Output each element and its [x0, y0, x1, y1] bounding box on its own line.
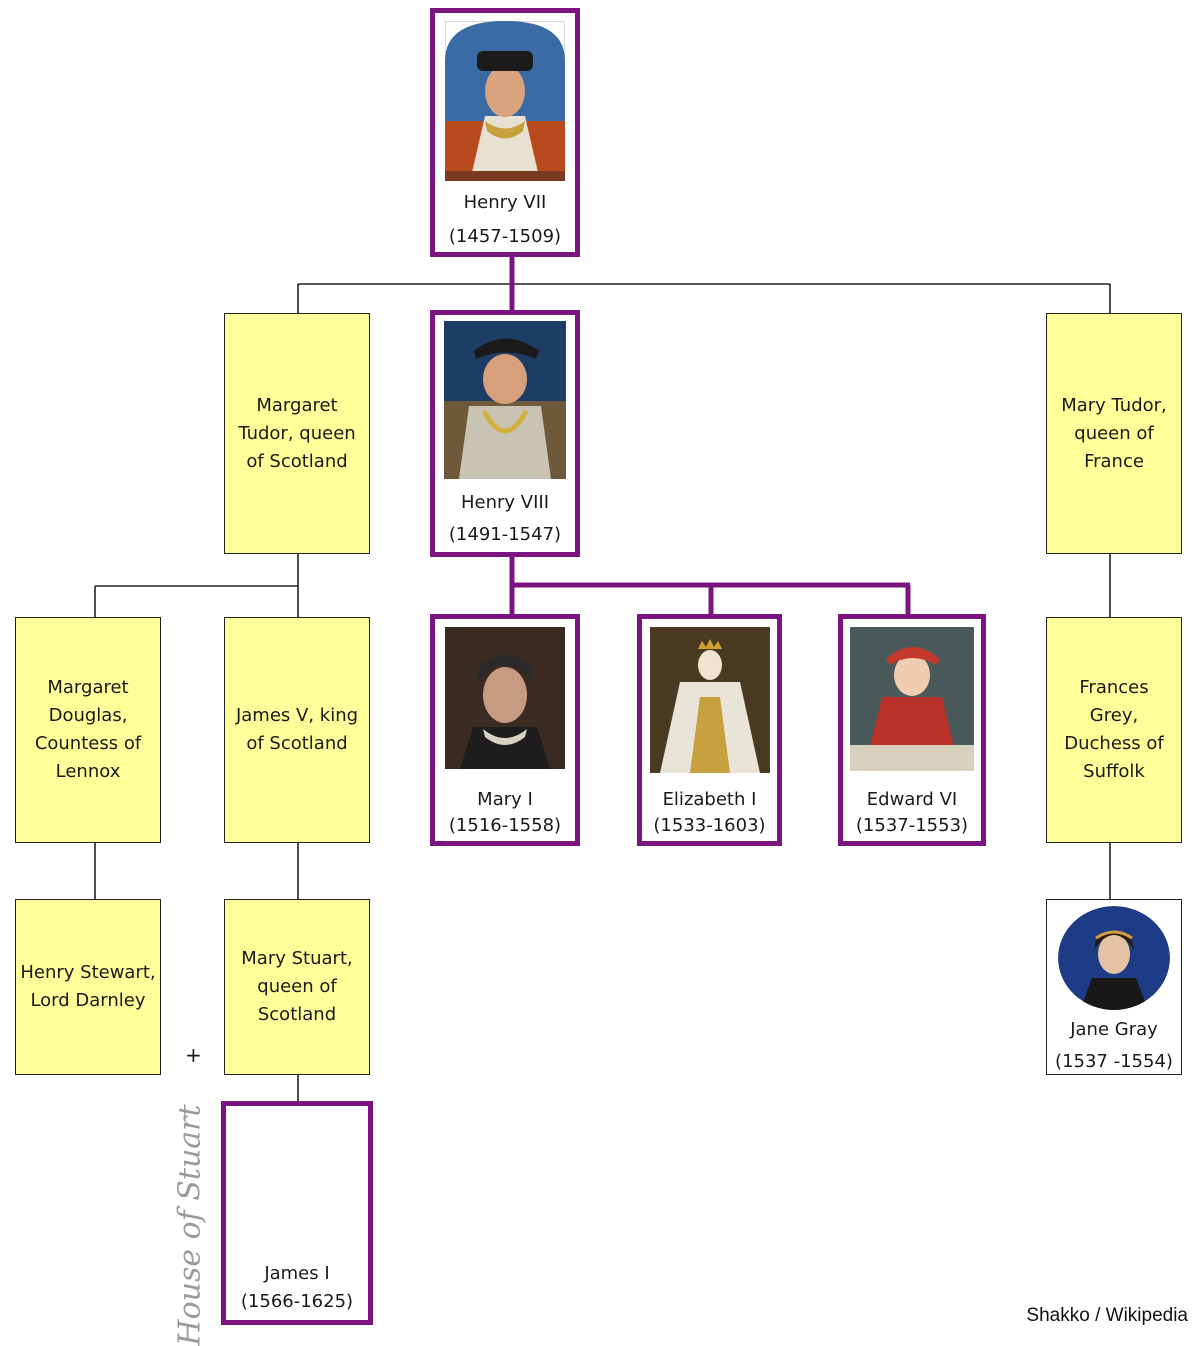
- person-frances-grey: Frances Grey, Duchess of Suffolk: [1046, 617, 1182, 843]
- elizabeth-i-name: Elizabeth I: [662, 789, 757, 810]
- mary-i-dates: (1516-1558): [448, 815, 562, 836]
- james-i-name: James I: [264, 1263, 330, 1284]
- marriage-plus-symbol: +: [185, 1043, 202, 1067]
- person-margaret-douglas: Margaret Douglas, Countess of Lennox: [15, 617, 161, 843]
- person-james-v: James V, king of Scotland: [224, 617, 370, 843]
- person-henry-vii: Henry VII (1457-1509): [430, 8, 580, 257]
- person-jane-gray: Jane Gray (1537 -1554): [1046, 899, 1182, 1075]
- henry-stewart-name: Henry Stewart, Lord Darnley: [20, 962, 156, 1011]
- james-i-dates: (1566-1625): [240, 1291, 354, 1312]
- mary-i-portrait: [445, 627, 565, 769]
- person-henry-stewart: Henry Stewart, Lord Darnley: [15, 899, 161, 1075]
- henry-viii-dates: (1491-1547): [448, 524, 562, 545]
- james-v-name: James V, king of Scotland: [235, 705, 359, 754]
- mary-stuart-name: Mary Stuart, queen of Scotland: [241, 948, 353, 1025]
- house-of-stuart-label: House of Stuart: [172, 1104, 208, 1346]
- image-credit: Shakko / Wikipedia: [1026, 1305, 1188, 1326]
- edward-vi-name: Edward VI: [866, 789, 958, 810]
- henry-vii-portrait: [445, 21, 565, 181]
- person-mary-stuart: Mary Stuart, queen of Scotland: [224, 899, 370, 1075]
- person-elizabeth-i: Elizabeth I (1533-1603): [637, 614, 782, 846]
- henry-viii-portrait: [444, 321, 566, 479]
- person-henry-viii: Henry VIII (1491-1547): [430, 310, 580, 557]
- jane-gray-portrait: [1058, 906, 1170, 1010]
- henry-vii-dates: (1457-1509): [448, 226, 562, 247]
- henry-vii-name: Henry VII: [463, 192, 547, 213]
- henry-viii-name: Henry VIII: [460, 492, 550, 513]
- margaret-tudor-name: Margaret Tudor, queen of Scotland: [238, 394, 356, 472]
- elizabeth-i-portrait: [649, 627, 770, 773]
- margaret-douglas-name: Margaret Douglas, Countess of Lennox: [34, 677, 142, 782]
- jane-gray-name: Jane Gray: [1070, 1019, 1158, 1040]
- person-james-i: James I (1566-1625): [221, 1101, 373, 1325]
- mary-i-name: Mary I: [477, 789, 533, 810]
- elizabeth-i-dates: (1533-1603): [653, 815, 766, 836]
- edward-vi-dates: (1537-1553): [855, 815, 969, 836]
- frances-grey-name: Frances Grey, Duchess of Suffolk: [1064, 677, 1164, 782]
- person-margaret-tudor: Margaret Tudor, queen of Scotland: [224, 313, 370, 554]
- person-mary-i: Mary I (1516-1558): [430, 614, 580, 846]
- jane-gray-dates: (1537 -1554): [1055, 1051, 1173, 1072]
- person-mary-tudor: Mary Tudor, queen of France: [1046, 313, 1182, 554]
- edward-vi-portrait: [850, 627, 974, 771]
- person-edward-vi: Edward VI (1537-1553): [838, 614, 986, 846]
- mary-tudor-name: Mary Tudor, queen of France: [1061, 394, 1167, 472]
